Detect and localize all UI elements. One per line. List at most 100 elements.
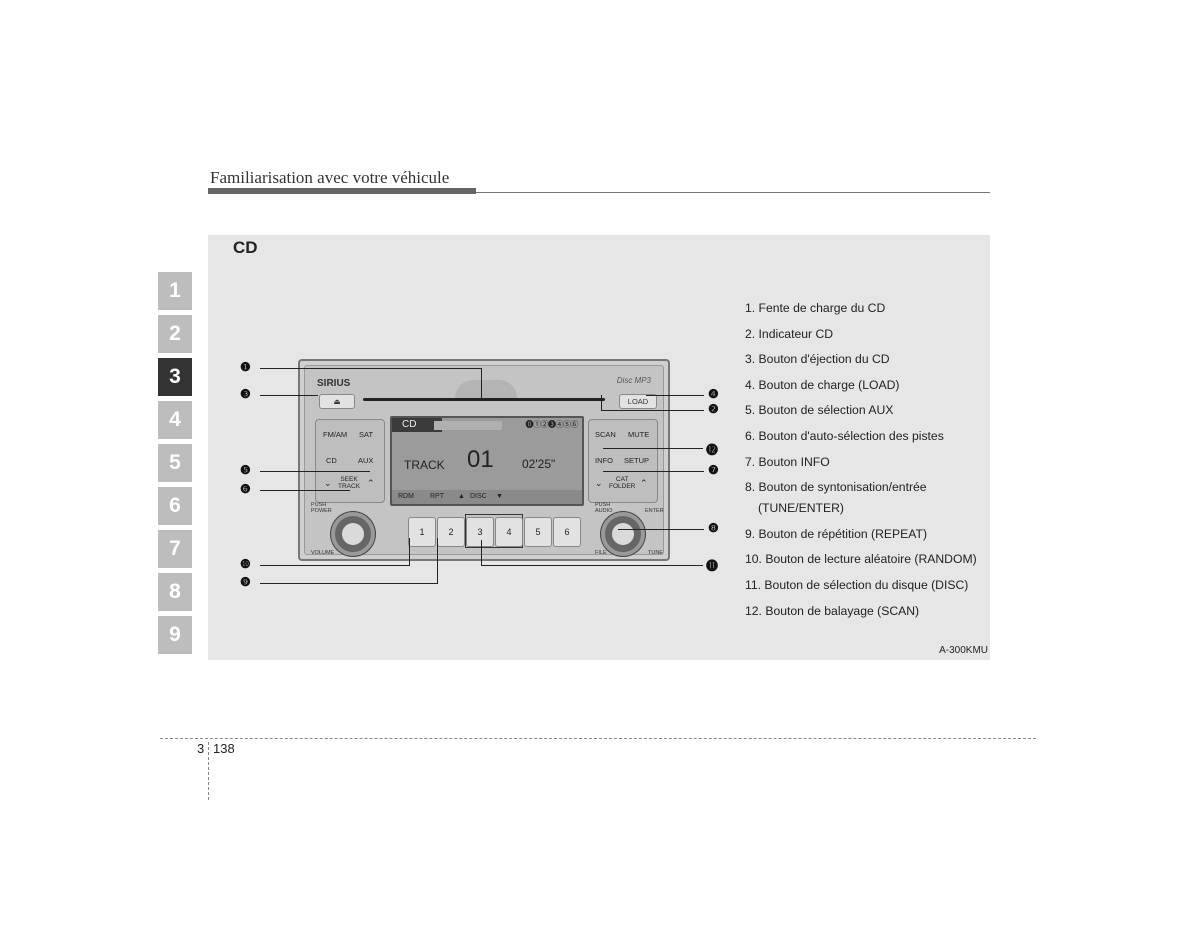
right-button-block: SCAN MUTE INFO SETUP ⌄ CAT FOLDER ⌃ [588,419,658,503]
leader-5 [260,471,370,472]
leader-10 [260,565,410,566]
cat-folder-button[interactable]: CAT FOLDER [609,476,636,490]
disc-indicator-label: DISC [470,493,487,500]
aux-button[interactable]: AUX [358,456,374,465]
rpt-indicator: RPT [430,493,444,500]
callout-5: ❺ [240,463,251,477]
leader-7 [603,471,704,472]
footer-vertical-rule [208,742,209,800]
callout-6: ❻ [240,482,251,496]
file-label: FILE [595,550,607,556]
preset-button-6[interactable]: 6 [553,517,581,547]
disc-indicator: ⓿①②❸④⑤⑥ [525,420,579,429]
leader-3 [260,395,318,396]
legend-item: 6. Bouton d'auto-sélection des pistes [745,428,944,443]
radio-faceplate: SIRIUS Disc MP3 ⏏ LOAD FM/AM SAT CD AUX … [304,365,664,556]
disc-up-icon: ▲ [458,493,465,500]
callout-9: ❾ [240,575,251,589]
slot-hump [455,380,517,398]
seek-up-icon[interactable]: ⌃ [367,478,375,488]
footer-chapter-number: 3 [197,741,205,756]
load-button[interactable]: LOAD [619,394,657,409]
chapter-tabs: 1 2 3 4 5 6 7 8 9 [158,272,192,659]
volume-knob[interactable] [331,512,375,556]
info-button[interactable]: INFO [595,456,613,465]
chapter-tab-3[interactable]: 3 [158,358,192,396]
leader-4 [646,395,704,396]
sat-button[interactable]: SAT [359,430,374,439]
folder-up-icon[interactable]: ⌃ [640,478,648,488]
chapter-tab-5[interactable]: 5 [158,444,192,482]
leader-11v [481,540,482,566]
legend-item-continuation: (TUNE/ENTER) [758,501,844,516]
display-screen: CD ⓿①②❸④⑤⑥ TRACK 01 02'25" RDM RPT ▲ DIS… [390,416,584,506]
display-strip [434,421,502,430]
header-bar [208,188,476,194]
callout-8: ❽ [708,521,719,535]
leader-9 [260,583,438,584]
brand-logo: SIRIUS [317,378,351,389]
footer-page-number: 138 [213,741,235,756]
leader-1 [260,368,482,369]
callout-10: ❿ [240,557,251,571]
header-title: Familiarisation avec votre véhicule [210,168,450,187]
legend-item: 2. Indicateur CD [745,326,834,341]
leader-6 [260,490,350,491]
tune-knob[interactable] [601,512,645,556]
seek-down-icon[interactable]: ⌄ [324,478,332,488]
legend-item: 9. Bouton de répétition (REPEAT) [745,526,928,541]
preset-button-2[interactable]: 2 [437,517,465,547]
preset-button-5[interactable]: 5 [524,517,552,547]
scan-button[interactable]: SCAN [595,430,616,439]
legend-item-multiline: 8. Bouton de syntonisation/entrée (TUNE/… [745,480,990,516]
disc-format-logos: Disc MP3 [616,376,651,385]
legend-item: 11. Bouton de sélection du disque (DISC) [745,577,969,592]
chapter-tab-8[interactable]: 8 [158,573,192,611]
callout-7: ❼ [708,463,719,477]
leader-10v [409,538,410,566]
leader-2 [601,410,704,411]
callout-11: ⓫ [706,559,719,573]
chapter-tab-2[interactable]: 2 [158,315,192,353]
legend-item: 3. Bouton d'éjection du CD [745,352,890,367]
legend-item: 1. Fente de charge du CD [745,301,886,315]
callout-2: ❷ [708,402,719,416]
volume-label: VOLUME [311,550,335,556]
legend-item-line: 8. Bouton de syntonisation/entrée [745,480,927,495]
tune-label: TUNE [648,550,663,556]
setup-button[interactable]: SETUP [624,456,650,465]
disc-down-icon: ▼ [496,493,503,500]
callout-4: ❹ [708,387,719,401]
fmam-button[interactable]: FM/AM [323,430,348,439]
preset-button-4[interactable]: 4 [495,517,523,547]
track-number: 01 [467,446,494,473]
power-label: PUSH POWER [311,502,332,514]
figure-panel: CD SIRIUS Disc MP3 ⏏ LOAD FM/AM SAT CD A… [208,235,990,660]
callout-3: ❸ [240,387,251,401]
legend-list: 1. Fente de charge du CD 2. Indicateur C… [745,301,990,629]
cd-button[interactable]: CD [326,456,337,465]
chapter-tab-1[interactable]: 1 [158,272,192,310]
chapter-tab-4[interactable]: 4 [158,401,192,439]
display-footer: RDM RPT ▲ DISC ▼ [392,490,582,504]
track-label: TRACK [404,458,445,472]
leader-12 [603,448,703,449]
seek-track-button[interactable]: SEEK TRACK [338,476,361,490]
legend-item: 7. Bouton INFO [745,454,830,469]
folder-down-icon[interactable]: ⌄ [595,478,603,488]
section-title: CD [233,238,258,257]
eject-icon: ⏏ [333,397,341,406]
eject-button[interactable]: ⏏ [319,394,355,409]
legend-item: 5. Bouton de sélection AUX [745,403,894,418]
mute-button[interactable]: MUTE [628,430,650,439]
chapter-tab-7[interactable]: 7 [158,530,192,568]
header-rule [476,192,990,193]
leader-2v [601,395,602,411]
display-mode: CD [392,418,442,432]
cd-slot [363,398,605,401]
preset-button-1[interactable]: 1 [408,517,436,547]
preset-button-3[interactable]: 3 [466,517,494,547]
chapter-tab-9[interactable]: 9 [158,616,192,654]
legend-item: 12. Bouton de balayage (SCAN) [745,603,920,618]
chapter-tab-6[interactable]: 6 [158,487,192,525]
